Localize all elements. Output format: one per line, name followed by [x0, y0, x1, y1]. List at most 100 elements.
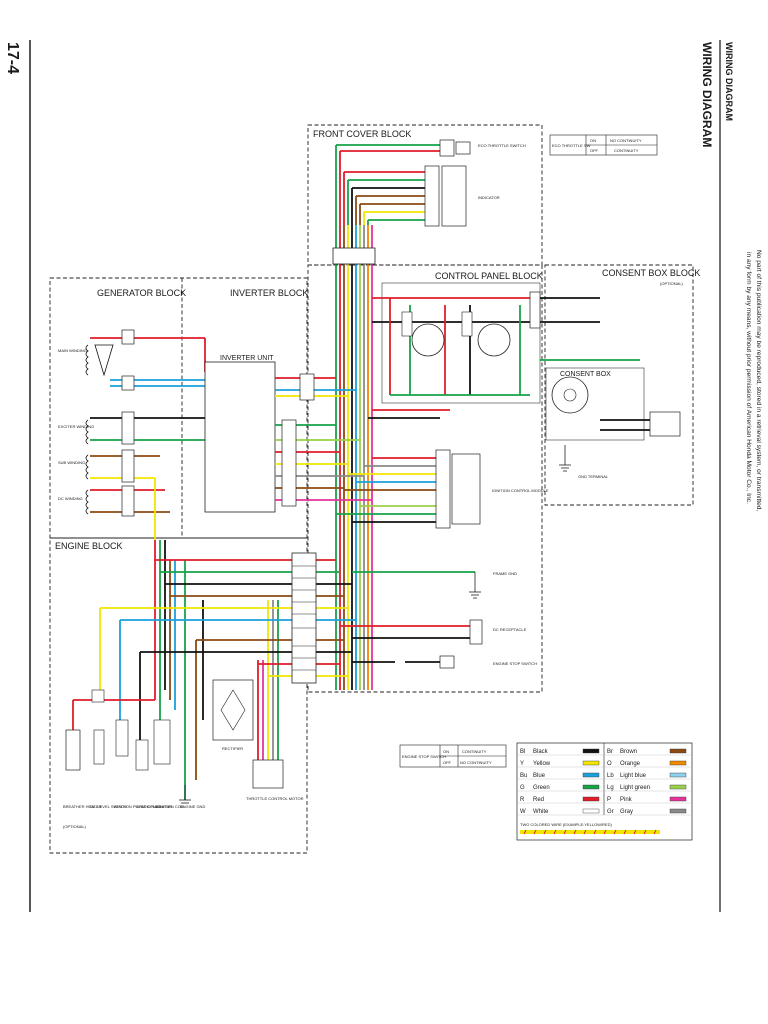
legend-name: Pink: [620, 797, 633, 803]
legend-code: G: [520, 785, 525, 791]
legend-name: Black: [533, 749, 549, 755]
throttle-control-motor-box: [252, 759, 284, 789]
legend-swatch: [582, 784, 600, 790]
eco-switch-body: [455, 141, 471, 155]
main-winding-label: MAIN WINDING: [58, 348, 87, 353]
legend-code: Gr: [607, 809, 614, 815]
ignition-coil-icon: [153, 719, 171, 765]
main-winding-delta: [94, 344, 114, 377]
legend-code: Lb: [607, 773, 614, 779]
two-color-stripe: [523, 829, 657, 835]
eco-throttle-switch-label: ECO THROTTLE SWITCH: [478, 143, 526, 148]
icm-wires: [336, 457, 436, 523]
spark-plug-icon: [135, 739, 149, 771]
legend-swatch: [582, 796, 600, 802]
legend-code: Y: [520, 761, 524, 767]
legend-code: Br: [607, 749, 613, 755]
engine-block-connector: [291, 552, 317, 684]
indicator-connector: [424, 165, 440, 227]
breather-heater-optional: (OPTIONAL): [63, 824, 87, 829]
generator-block-title: GENERATOR BLOCK: [97, 288, 186, 298]
ignition-control-module-label: IGNITION CONTROL MODULE: [492, 488, 549, 493]
indicator-body: [441, 165, 467, 227]
spark-plug-label: SPARK PLUG: [136, 804, 161, 809]
legend-name: Brown: [620, 749, 637, 755]
legend-swatch: [582, 748, 600, 754]
control-panel-block-border: [307, 264, 543, 693]
engine-stop-on: ON: [443, 749, 449, 754]
wire-harness-trunk: [335, 225, 373, 690]
two-color-sample: [520, 830, 660, 834]
eco-switch-off: OFF: [590, 148, 599, 153]
control-panel-wires: [368, 297, 530, 419]
consent-box-outlet-icon: [551, 376, 589, 414]
eco-switch-off-result: CONTINUITY: [614, 148, 639, 153]
front-cover-wires: [335, 144, 440, 225]
windings: [85, 344, 114, 515]
front-cover-block-title: FRONT COVER BLOCK: [313, 129, 411, 139]
dc-winding-coil: [85, 489, 89, 515]
header-title-large: WIRING DIAGRAM: [700, 42, 714, 147]
header-title-small: WIRING DIAGRAM: [724, 42, 734, 121]
engine-gnd-icon: [179, 799, 191, 804]
legend-swatch: [582, 808, 600, 814]
receptacle-1-icon: [411, 323, 445, 357]
engine-stop-on-result: CONTINUITY: [462, 749, 487, 754]
page-number: 17-4: [4, 42, 21, 74]
front-cover-multi-connector: [332, 247, 376, 265]
eco-switch-table-label: ECO THROTTLE SW: [552, 143, 591, 148]
receptacle-2-icon: [477, 323, 511, 357]
consent-link-connector: [529, 291, 541, 329]
gnd-terminal-label: GND TERMINAL: [578, 474, 609, 479]
legend-code: Lg: [607, 785, 614, 791]
oil-level-switch-label: OIL LEVEL SWITCH: [90, 804, 127, 809]
eco-switch-connector: [439, 139, 455, 157]
dc-receptacle-label: DC RECEPTACLE: [493, 627, 527, 632]
oil-level-switch-icon: [93, 729, 105, 765]
dc-winding-label: DC WINDING: [58, 496, 83, 501]
eco-switch-table: ECO THROTTLE SW ON NO CONTINUITY OFF CON…: [549, 134, 658, 156]
legend-name: Orange: [620, 761, 641, 767]
rectifier-bridge-icon: [220, 689, 246, 731]
legend-name: Light blue: [620, 773, 647, 779]
exciter-winding-coil: [85, 419, 89, 445]
engine-stop-table-label: ENGINE STOP SWITCH: [402, 754, 446, 759]
legend-swatch: [669, 772, 687, 778]
inverter-unit-label: INVERTER UNIT: [220, 355, 274, 362]
legend-name: Green: [533, 785, 550, 791]
inverter-block-title: INVERTER BLOCK: [230, 288, 308, 298]
inverter-unit-box: [204, 361, 276, 513]
legend-name: White: [533, 809, 549, 815]
engine-stop-switch-label: ENGINE STOP SWITCH: [493, 661, 537, 666]
right-side-wires: [340, 571, 475, 663]
circuit-breaker-2: [461, 311, 473, 337]
ignition-coil-label: IGNITION COIL: [156, 804, 185, 809]
engine-stop-switch-body: [439, 655, 455, 669]
oil-level-switch-connector: [91, 689, 105, 703]
engine-stop-table: ENGINE STOP SWITCH ON CONTINUITY OFF NO …: [399, 744, 507, 768]
rectifier-box: [212, 679, 254, 741]
legend-swatch: [669, 808, 687, 814]
copyright-line-1: No part of this publication may be repro…: [755, 250, 762, 511]
dc-receptacle-body: [469, 619, 483, 645]
icm-connector: [435, 449, 451, 529]
engine-block-title: ENGINE BLOCK: [55, 541, 123, 551]
exciter-winding-label: EXCITER WINDING: [58, 424, 94, 429]
legend-name: Yellow: [533, 761, 551, 767]
engine-stop-off: OFF: [443, 760, 452, 765]
main-winding-coil: [85, 344, 89, 376]
consent-box-optional: (OPTIONAL): [660, 281, 684, 286]
consent-box-wires: [540, 297, 650, 431]
legend-code: Bl: [520, 749, 525, 755]
control-panel-block-title: CONTROL PANEL BLOCK: [435, 271, 543, 281]
legend-swatch: [669, 796, 687, 802]
circuit-breaker-1: [401, 311, 413, 337]
legend-swatch: [669, 748, 687, 754]
consent-box-block-border: [544, 264, 694, 506]
legend-name: Blue: [533, 773, 546, 779]
eco-switch-on-result: NO CONTINUITY: [610, 138, 642, 143]
sub-winding-coil: [85, 454, 89, 480]
